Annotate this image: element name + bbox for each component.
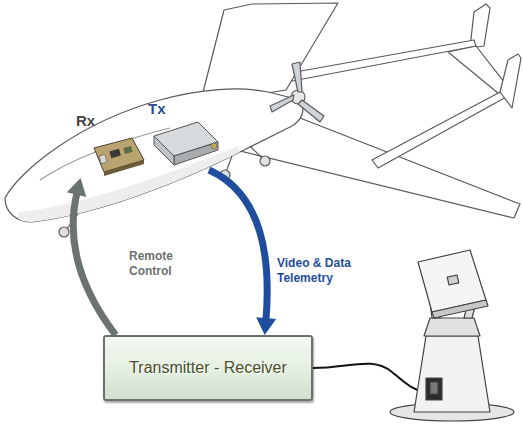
rx-connector [99, 154, 107, 163]
canopy-line [40, 128, 170, 180]
rx-chip [123, 146, 132, 154]
signal-arrow [67, 178, 116, 335]
arrow-shaft [73, 192, 115, 335]
onboard-module: Tx [140, 100, 232, 170]
module-label: Tx [140, 100, 232, 117]
module-label: Rx [72, 112, 158, 129]
onboard-module: Rx [72, 112, 158, 178]
cable [313, 364, 428, 392]
upper-wing [200, 3, 338, 104]
tx-box-front [154, 136, 174, 165]
fuselage [5, 89, 303, 222]
antenna-feed [447, 275, 458, 285]
gear-strut [226, 156, 232, 172]
gear-strut [250, 146, 262, 158]
control-box-face [430, 382, 438, 394]
rx-board-edge [104, 160, 144, 176]
pedestal-head [424, 318, 480, 336]
tail-boom [372, 90, 508, 168]
rx-module [94, 138, 144, 176]
antenna-tracker [390, 250, 514, 421]
uav-airframe [5, 3, 521, 237]
rx-chip [109, 149, 120, 158]
arrow-label: Remote Control [128, 249, 194, 279]
propeller-blade [298, 100, 324, 122]
tx-module [154, 122, 218, 165]
pedestal-body [414, 336, 490, 412]
arrowhead [256, 317, 276, 335]
arrowhead [67, 178, 86, 197]
arrow-shaft [209, 170, 267, 321]
antenna-panel-edge [432, 300, 488, 318]
tail-fin [500, 54, 521, 108]
propeller-blade [270, 95, 294, 112]
gear-wheel [59, 227, 69, 237]
arrow-label: Video & Data Telemetry [276, 256, 368, 286]
transmitter-receiver-unit: Transmitter - Receiver [103, 335, 313, 401]
rx-board [94, 138, 144, 172]
tx-connector [211, 143, 217, 149]
gear-wheel [260, 156, 270, 166]
tx-box-side [174, 142, 218, 165]
signal-arrow [209, 170, 276, 335]
module-label: Transmitter - Receiver [129, 359, 287, 377]
control-box [426, 378, 442, 400]
propeller-blade [292, 62, 302, 92]
